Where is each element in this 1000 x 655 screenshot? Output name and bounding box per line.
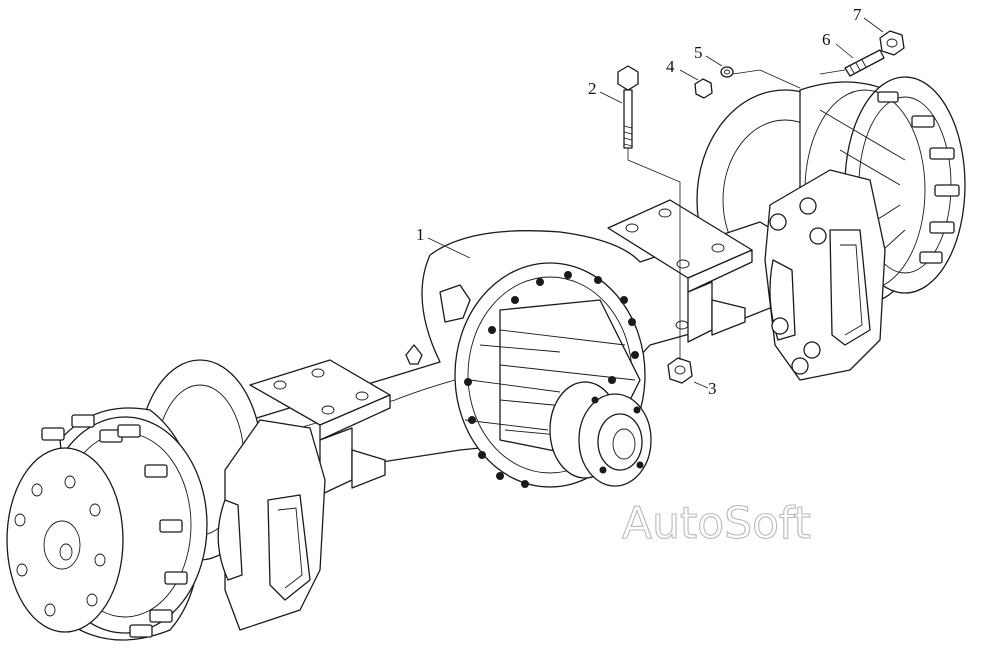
right-hub-studs bbox=[877, 91, 960, 264]
left-hub-studs bbox=[41, 414, 188, 638]
washer-part-5 bbox=[720, 66, 734, 78]
callout-2: 2 bbox=[588, 79, 597, 98]
callout-7: 7 bbox=[853, 5, 862, 24]
right-brake-caliper bbox=[764, 169, 886, 381]
callout-labels: 1 2 3 4 5 6 7 bbox=[416, 5, 862, 398]
left-spring-seat bbox=[249, 359, 391, 496]
stud-part-6 bbox=[844, 49, 885, 77]
callout-3: 3 bbox=[708, 379, 717, 398]
nut-part-3 bbox=[667, 357, 693, 384]
callout-6: 6 bbox=[822, 30, 831, 49]
watermark-text: AutoSoft bbox=[622, 498, 811, 549]
nut-part-7 bbox=[879, 30, 905, 56]
callout-leaders bbox=[427, 17, 884, 389]
callout-4: 4 bbox=[666, 57, 675, 76]
left-brake-caliper bbox=[217, 419, 326, 631]
u-bolt-part-2 bbox=[617, 65, 639, 149]
assembly-lines bbox=[627, 69, 846, 360]
callout-1: 1 bbox=[416, 225, 425, 244]
nut-part-4 bbox=[694, 78, 713, 99]
callout-5: 5 bbox=[694, 43, 703, 62]
pinion-flange bbox=[549, 381, 652, 487]
